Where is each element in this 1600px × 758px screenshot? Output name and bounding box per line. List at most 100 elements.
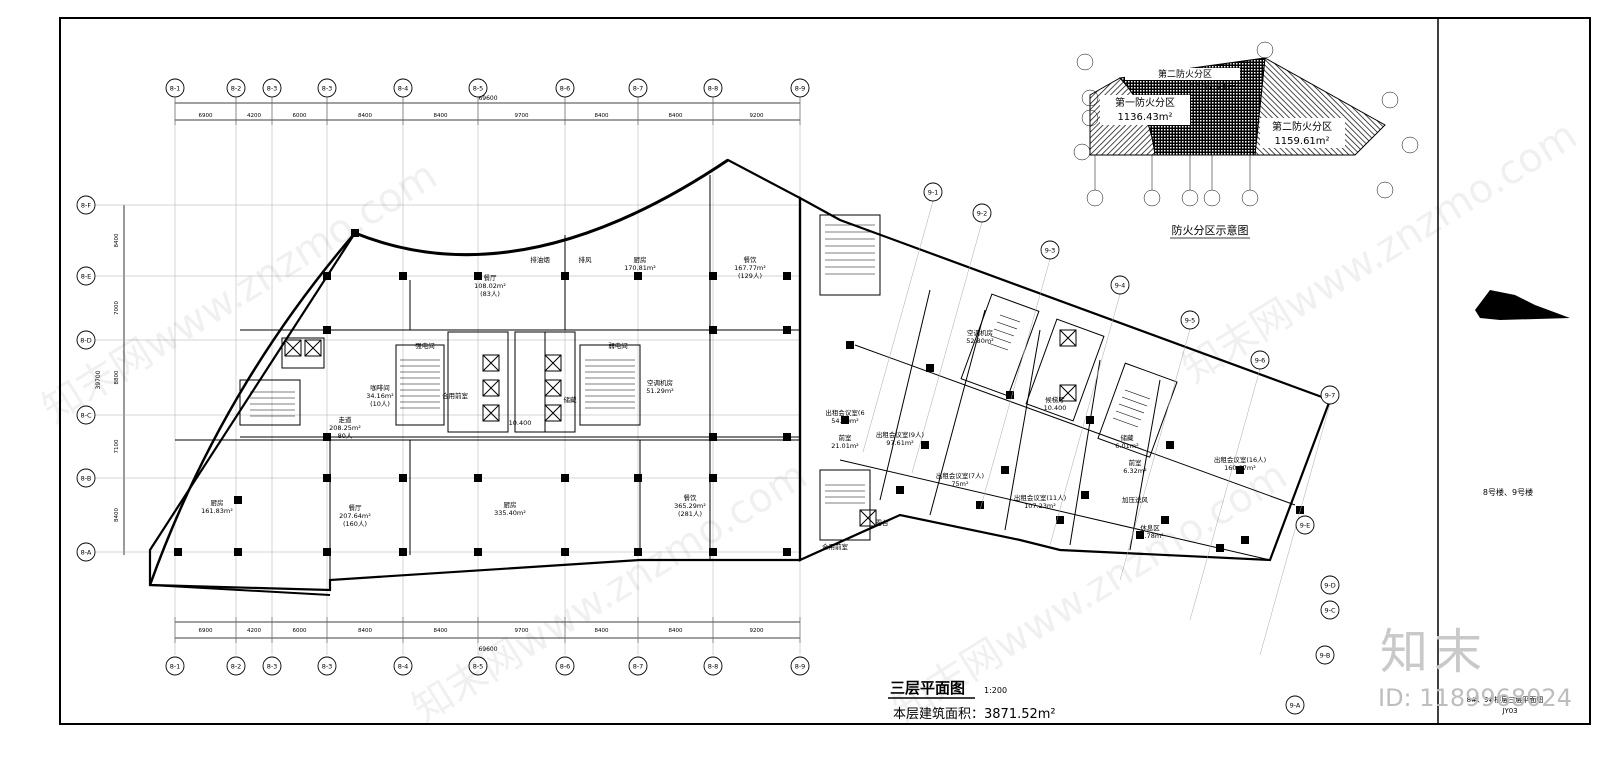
svg-text:储藏: 储藏: [1121, 433, 1135, 442]
svg-text:(10人): (10人): [370, 400, 390, 408]
svg-text:335.40m²: 335.40m²: [494, 509, 526, 517]
room-label: 出租会议室(9人)97.61m²: [876, 430, 924, 447]
svg-text:9-5: 9-5: [1185, 317, 1196, 325]
axis-bubble-right: 9-4: [1110, 275, 1130, 295]
axis-bubble-bottom: 8-4: [393, 656, 413, 676]
misc-labels: 排油烟排风强电间弱电间合用前室储藏露台合用前室10.400加压送风: [415, 255, 1148, 551]
top-span-dim: 6900: [199, 113, 213, 119]
svg-text:9-1: 9-1: [928, 189, 939, 197]
axis-bubble-right: 9-2: [972, 203, 992, 223]
svg-text:(83人): (83人): [480, 290, 500, 298]
misc-label: 合用前室: [442, 391, 469, 400]
svg-text:9-3: 9-3: [1045, 247, 1056, 255]
svg-text:160.87m²: 160.87m²: [1224, 464, 1256, 472]
axis-bubble-left: 8-C: [76, 405, 96, 425]
axis-bubble-left: 8-A: [76, 542, 96, 562]
svg-text:8-1: 8-1: [170, 663, 181, 671]
svg-text:8-8: 8-8: [708, 663, 719, 671]
right-axis-bubbles: 9-1 9-2 9-3 9-4 9-5 9-6 9-7: [862, 182, 1340, 656]
svg-text:80人: 80人: [338, 432, 353, 440]
misc-label: 合用前室: [822, 542, 849, 551]
west-facade: [148, 232, 356, 586]
room-labels: 餐厅108.02m²(83人)厨房170.81m²餐饮167.77m²(129人…: [201, 255, 1266, 540]
svg-text:走道: 走道: [339, 415, 353, 424]
svg-text:8-9: 8-9: [795, 85, 806, 93]
bottom-span-dim: 4200: [247, 628, 261, 634]
room-label: 储藏6.01m²: [1115, 433, 1139, 450]
misc-label: 储藏: [564, 395, 578, 404]
svg-text:161.83m²: 161.83m²: [201, 507, 233, 515]
svg-text:8-7: 8-7: [633, 663, 644, 671]
svg-text:21.01m²: 21.01m²: [831, 442, 859, 450]
svg-text:170.81m²: 170.81m²: [624, 264, 656, 272]
axis-bubble-bottom: 8-7: [628, 656, 648, 676]
svg-text:餐厅: 餐厅: [349, 503, 363, 512]
axis-bubble-bottom: 8-1: [165, 656, 185, 676]
axis-bubble-bottom: 8-5: [468, 656, 488, 676]
left-span-dim: 7100: [114, 439, 120, 453]
sheet-title: 8#、9#楼层三层平面图: [1467, 695, 1544, 704]
svg-text:咖啡间: 咖啡间: [370, 383, 390, 392]
room-label: 出租会议室(11人)107.23m²: [1014, 493, 1066, 510]
site-key-plan: [1475, 290, 1570, 320]
left-span-dim: 8800: [114, 370, 120, 384]
svg-text:8-D: 8-D: [80, 337, 92, 345]
axis-bubble-top: 8-7: [628, 78, 648, 98]
svg-text:207.64m²: 207.64m²: [339, 512, 371, 520]
misc-label: 10.400: [509, 419, 532, 427]
svg-text:8-C: 8-C: [80, 412, 91, 420]
svg-text:107.23m²: 107.23m²: [1024, 502, 1056, 510]
axis-bubble-left: 8-B: [76, 468, 96, 488]
axis-bubble-top: 8-8: [703, 78, 723, 98]
top-span-dim: 8400: [434, 113, 448, 119]
bottom-span-dim: 8400: [669, 628, 683, 634]
bottom-span-dim: 8400: [434, 628, 448, 634]
svg-text:208.25m²: 208.25m²: [329, 424, 361, 432]
svg-text:(129人): (129人): [738, 272, 762, 280]
svg-text:8-3: 8-3: [267, 663, 278, 671]
svg-text:9-B: 9-B: [1320, 652, 1331, 660]
room-label: 出租会议室(654.00m²: [825, 408, 864, 425]
axis-bubble-top: 8-6: [555, 78, 575, 98]
axis-bubble-right: 9-3: [1040, 240, 1060, 260]
axis-bubble-left: 8-D: [76, 330, 96, 350]
svg-text:75m²: 75m²: [951, 480, 969, 488]
building-8-outline: [148, 158, 802, 592]
room-label: 出租会议室(7人)75m²: [936, 471, 984, 488]
bottom-span-dim: 6000: [293, 628, 307, 634]
axis-bubble-top: 8-3: [262, 78, 282, 98]
svg-text:10.400: 10.400: [1044, 404, 1067, 412]
svg-text:8-6: 8-6: [560, 663, 571, 671]
top-span-dim: 8400: [358, 113, 372, 119]
axis-bubble-top: 8-1: [165, 78, 185, 98]
svg-text:6.01m²: 6.01m²: [1115, 442, 1139, 450]
svg-text:8-2: 8-2: [231, 85, 242, 93]
brand-logo: 知末: [1380, 624, 1489, 680]
axis-bubble-top: 8-9: [790, 78, 810, 98]
svg-text:8-3: 8-3: [322, 663, 333, 671]
axis-bubble-right: 9-7: [1320, 385, 1340, 405]
axis-bubble-right: 9-6: [1250, 350, 1270, 370]
svg-text:(160人): (160人): [343, 520, 367, 528]
fire-zone-diagram: 第二防火分区 1137.21m² 第一防火分区 1136.43m² 第二防火分区…: [1073, 41, 1419, 239]
left-span-dim: 8400: [114, 508, 120, 522]
bottom-span-dim: 6900: [199, 628, 213, 634]
elevators: [284, 329, 1077, 527]
top-span-dim: 8400: [595, 113, 609, 119]
right-row-bubbles: 9-E9-D9-C9-B9-A: [1285, 515, 1340, 715]
south-edge: [149, 584, 331, 596]
svg-text:365.29m²: 365.29m²: [674, 502, 706, 510]
top-span-dim: 9700: [515, 113, 529, 119]
axis-bubble-right: 9-5: [1180, 310, 1200, 330]
axis-bubble-top: 8-5: [468, 78, 488, 98]
